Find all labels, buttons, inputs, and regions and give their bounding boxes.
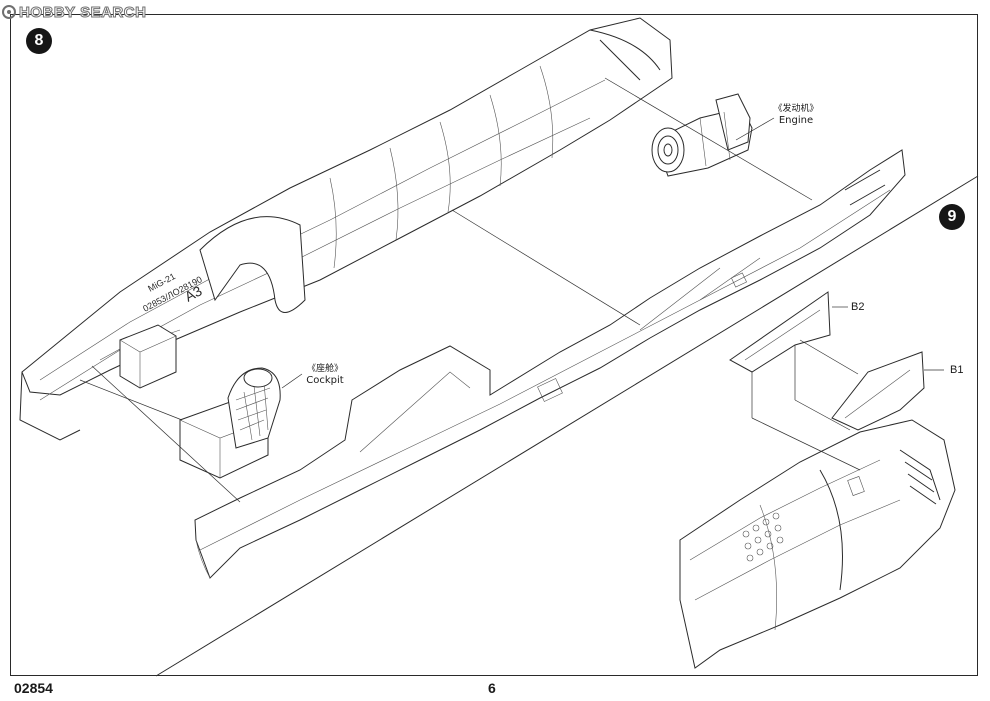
product-code: 02854 [14, 680, 53, 696]
cockpit-tub [179, 367, 281, 479]
part-label-b1: B1 [950, 364, 964, 376]
step-8-badge: 8 [26, 28, 52, 54]
cockpit-label-cn: 《座舱》 [306, 364, 343, 374]
watermark: HOBBY SEARCH [2, 3, 146, 21]
rear-fuselage-section [679, 419, 956, 669]
fuselage-upper-half: MiG-21 02853/ЛО28190 A3 [19, 17, 673, 441]
part-label-b2: B2 [851, 301, 865, 313]
part-b1-panel [831, 351, 925, 431]
vent-grid [742, 512, 784, 562]
watermark-text: HOBBY SEARCH [18, 3, 147, 21]
engine-callout: 《发动机》 Engine [768, 103, 824, 127]
cockpit-callout: 《座舱》 Cockpit [300, 363, 350, 387]
step-9-badge: 9 [939, 204, 965, 230]
engine-label-en: Engine [778, 115, 814, 126]
page-number: 6 [488, 680, 496, 696]
step-divider-line [155, 175, 979, 677]
cockpit-label-en: Cockpit [306, 375, 344, 386]
part-b2-panel [729, 291, 831, 373]
engine-assembly [651, 93, 753, 177]
leader-lines [79, 77, 944, 503]
engine-label-cn: 《发动机》 [773, 104, 819, 114]
page-frame [10, 14, 978, 676]
hobby-search-logo-icon [2, 5, 16, 19]
fuselage-lower-half [194, 149, 906, 579]
decal-code-text: A3 [182, 282, 205, 304]
